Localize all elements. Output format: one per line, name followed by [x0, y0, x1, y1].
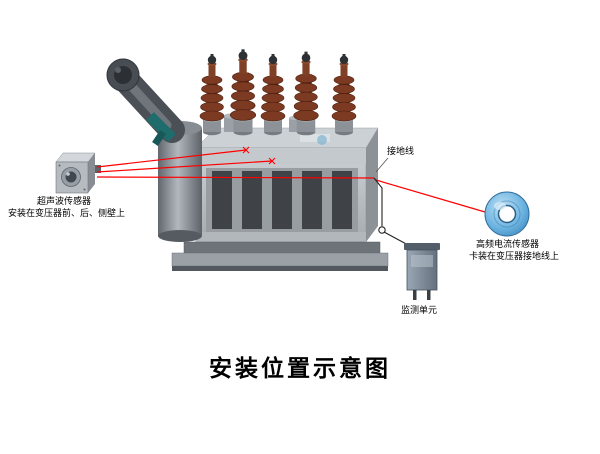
bushing [260, 53, 286, 136]
hf-sensor-desc-label: 卡装在变压器接地线上 [469, 252, 560, 262]
bushing [199, 53, 225, 136]
bushing [293, 51, 319, 136]
monitoring-unit-label: 监测单元 [401, 306, 438, 316]
monitoring-unit-illustration [404, 243, 440, 300]
ultrasonic-sensor-illustration [55, 152, 101, 194]
ground-wire-label: 接地线 [387, 147, 415, 157]
hf-sensor-name-label: 高频电流传感器 [476, 240, 540, 250]
transformer-illustration [106, 48, 389, 271]
ultrasonic-sensor-name-label: 超声波传感器 [37, 197, 92, 207]
sensor-connection-lines [96, 146, 486, 213]
bushing [331, 53, 357, 136]
hf-current-sensor-illustration [484, 191, 530, 237]
ultrasonic-sensor-desc-label: 安装在变压器前、后、侧壁上 [8, 209, 126, 219]
diagram-title: 安装位置示意图 [209, 356, 391, 381]
ground-wire [373, 157, 411, 247]
bushing [229, 48, 257, 136]
